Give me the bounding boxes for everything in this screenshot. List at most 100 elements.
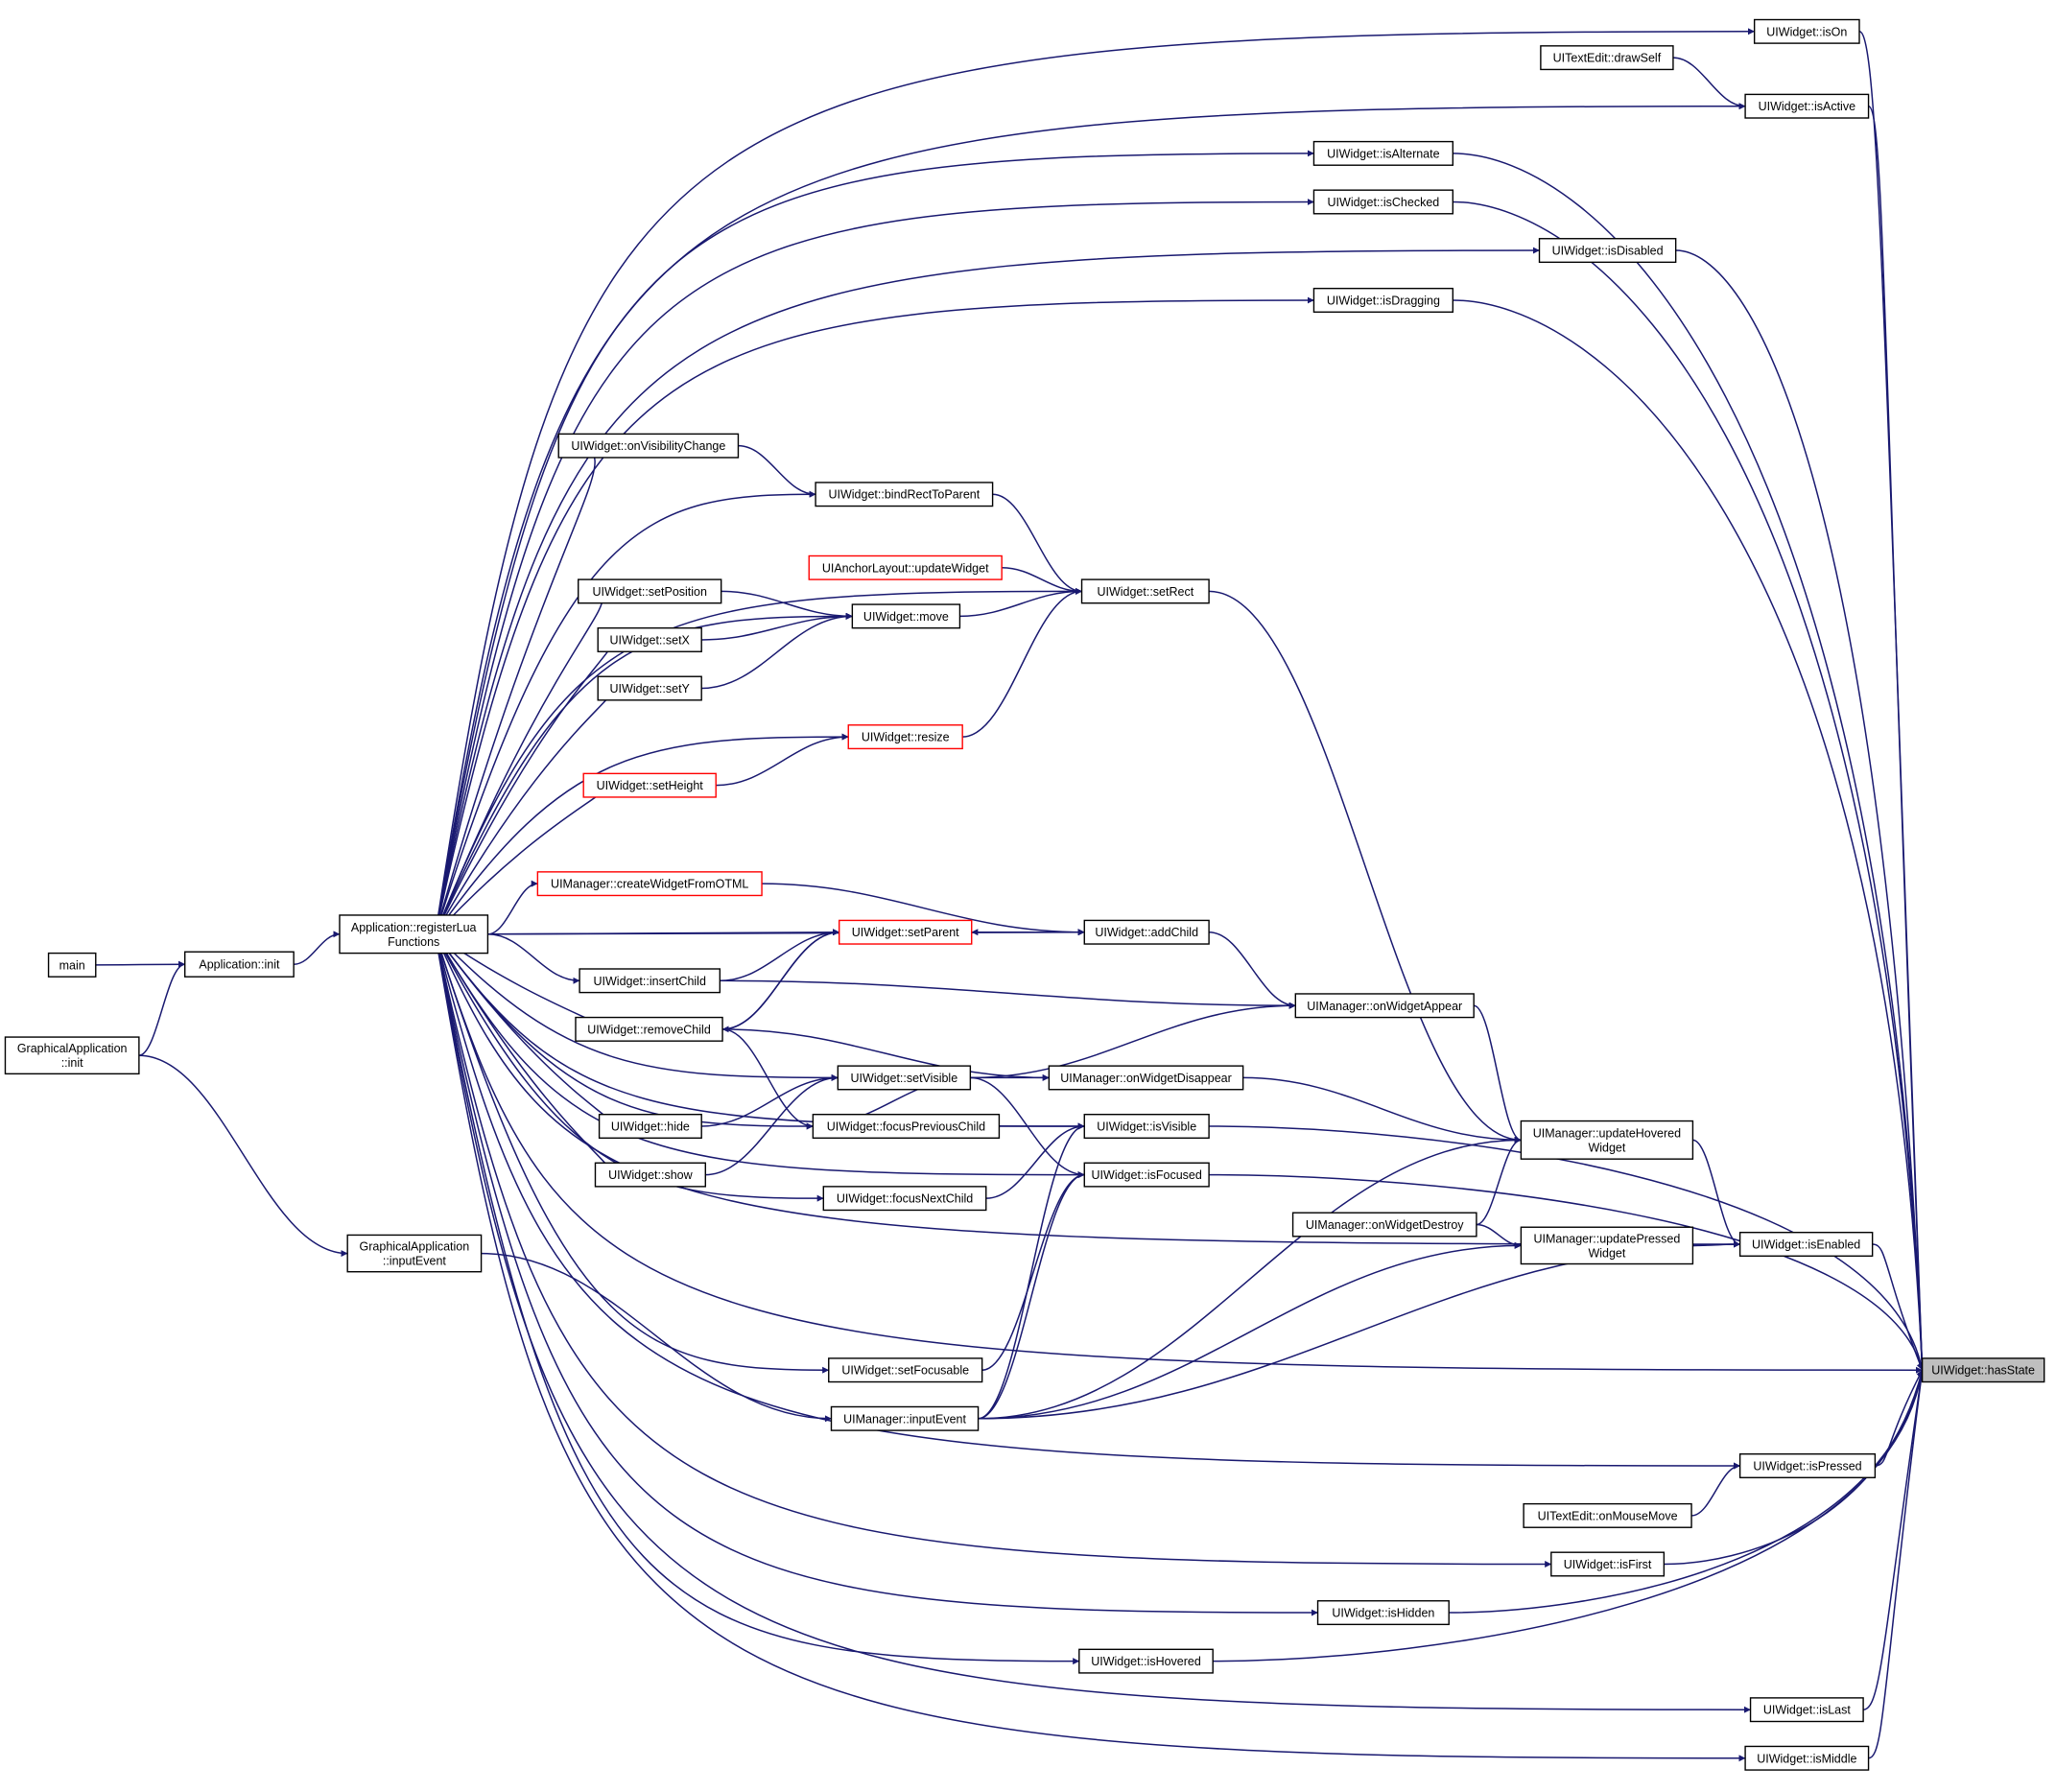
node-box-isChecked [1312, 189, 1454, 215]
node-setRect[interactable]: UIWidget::setRect [1080, 578, 1210, 604]
node-anchorUpdate[interactable]: UIAnchorLayout::updateWidget [808, 554, 1003, 580]
node-box-setParent [838, 919, 973, 945]
node-insertChild[interactable]: UIWidget::insertChild [579, 968, 721, 994]
node-setFocusable[interactable]: UIWidget::setFocusable [828, 1357, 983, 1383]
edge-setVisible-to-onAppear [970, 1002, 1296, 1079]
node-isActive[interactable]: UIWidget::isActive [1744, 93, 1870, 119]
edge-hide-to-setVisible [701, 1073, 839, 1127]
node-label-gapp_init-0: GraphicalApplication [17, 1042, 128, 1055]
node-app_init[interactable]: Application::init [184, 951, 295, 978]
edge-isMiddle-to-hasState [1868, 1369, 1926, 1759]
node-onMouseMove[interactable]: UITextEdit::onMouseMove [1523, 1502, 1692, 1528]
node-box-insertChild [579, 968, 721, 994]
node-box-bindRect [815, 482, 994, 507]
node-box-isActive [1744, 93, 1870, 119]
node-drawSelf[interactable]: UITextEdit::drawSelf [1540, 45, 1674, 71]
node-isPressed[interactable]: UIWidget::isPressed [1738, 1452, 1877, 1478]
node-onAppear[interactable]: UIManager::onWidgetAppear [1294, 993, 1475, 1019]
node-label-isActive-0: UIWidget::isActive [1759, 100, 1855, 113]
node-focusPrev[interactable]: UIWidget::focusPreviousChild [812, 1114, 1001, 1140]
node-hasState[interactable]: UIWidget::hasState [1921, 1357, 2045, 1383]
node-removeChild[interactable]: UIWidget::removeChild [575, 1016, 723, 1042]
node-setPosition[interactable]: UIWidget::setPosition [578, 578, 722, 604]
node-isHovered[interactable]: UIWidget::isHovered [1078, 1648, 1214, 1674]
node-isHidden[interactable]: UIWidget::isHidden [1316, 1600, 1450, 1626]
node-gapp_init[interactable]: GraphicalApplication::init [4, 1036, 140, 1075]
node-label-setParent-0: UIWidget::setParent [852, 926, 959, 939]
edge-isHidden-to-hasState [1449, 1369, 1925, 1614]
node-resize[interactable]: UIWidget::resize [847, 724, 963, 750]
node-box-app_init [184, 951, 295, 978]
edge-registerLua-to-isLast [435, 933, 1751, 1713]
node-setX[interactable]: UIWidget::setX [597, 626, 702, 652]
node-box-isMiddle [1744, 1745, 1870, 1771]
node-isChecked[interactable]: UIWidget::isChecked [1312, 189, 1454, 215]
node-isDragging[interactable]: UIWidget::isDragging [1312, 287, 1454, 313]
node-addChild[interactable]: UIWidget::addChild [1083, 919, 1210, 945]
node-focusNext[interactable]: UIWidget::focusNextChild [822, 1186, 987, 1212]
node-label-createOTML-0: UIManager::createWidgetFromOTML [551, 878, 748, 891]
node-box-updHovered [1520, 1120, 1694, 1160]
edge-show-to-setVisible [705, 1073, 839, 1176]
node-label-onVisChange-0: UIWidget::onVisibilityChange [571, 439, 725, 453]
node-box-mgrInput [830, 1405, 980, 1431]
node-onDestroy[interactable]: UIManager::onWidgetDestroy [1291, 1212, 1477, 1238]
node-isOn[interactable]: UIWidget::isOn [1753, 18, 1860, 44]
edge-registerLua-to-isEnabled [435, 933, 1740, 1248]
edge-registerLua-to-insertChild [487, 933, 580, 984]
node-box-setVisible [837, 1065, 972, 1091]
edge-setRect-to-updHovered [1209, 590, 1522, 1144]
node-label-registerLua-0: Application::registerLua [351, 921, 477, 934]
node-label-move-0: UIWidget::move [863, 610, 949, 624]
node-label-isFocused-0: UIWidget::isFocused [1092, 1168, 1202, 1182]
node-isVisible[interactable]: UIWidget::isVisible [1083, 1114, 1210, 1140]
node-isMiddle[interactable]: UIWidget::isMiddle [1744, 1745, 1870, 1771]
edge-gapp_init-to-app_init [138, 960, 186, 1056]
node-createOTML[interactable]: UIManager::createWidgetFromOTML [536, 871, 763, 897]
edge-isActive-to-hasState [1868, 105, 1926, 1371]
node-mgrInput[interactable]: UIManager::inputEvent [830, 1405, 980, 1431]
node-setY[interactable]: UIWidget::setY [597, 675, 702, 701]
node-setParent[interactable]: UIWidget::setParent [838, 919, 973, 945]
node-label-mgrInput-0: UIManager::inputEvent [843, 1412, 966, 1426]
node-box-onAppear [1294, 993, 1475, 1019]
node-gapp_input[interactable]: GraphicalApplication::inputEvent [346, 1234, 483, 1273]
node-setVisible[interactable]: UIWidget::setVisible [837, 1065, 972, 1091]
node-isEnabled[interactable]: UIWidget::isEnabled [1738, 1232, 1874, 1258]
node-box-hasState [1921, 1357, 2045, 1383]
node-move[interactable]: UIWidget::move [851, 603, 961, 629]
node-label-isMiddle-0: UIWidget::isMiddle [1757, 1752, 1856, 1765]
node-label-gapp_input-1: ::inputEvent [383, 1255, 447, 1268]
edge-mgrInput-to-updHovered [978, 1136, 1522, 1420]
node-onVisChange[interactable]: UIWidget::onVisibilityChange [557, 433, 740, 459]
edge-registerLua-to-isActive [435, 103, 1746, 934]
node-label-addChild-0: UIWidget::addChild [1095, 926, 1198, 939]
edge-anchorUpdate-to-setRect [1002, 567, 1082, 595]
node-label-setY-0: UIWidget::setY [610, 682, 691, 696]
edge-isEnabled-to-hasState [1872, 1243, 1924, 1371]
node-isDisabled[interactable]: UIWidget::isDisabled [1538, 238, 1677, 264]
node-isFocused[interactable]: UIWidget::isFocused [1083, 1162, 1210, 1188]
edge-registerLua-to-setFocusable [435, 933, 830, 1374]
edge-registerLua-to-isPressed [435, 933, 1740, 1470]
node-onDisappear[interactable]: UIManager::onWidgetDisappear [1048, 1065, 1244, 1091]
node-label-bindRect-0: UIWidget::bindRectToParent [828, 488, 980, 502]
node-label-isOn-0: UIWidget::isOn [1766, 25, 1847, 38]
node-show[interactable]: UIWidget::show [594, 1162, 706, 1188]
node-isFirst[interactable]: UIWidget::isFirst [1550, 1551, 1666, 1577]
node-hide[interactable]: UIWidget::hide [598, 1114, 702, 1140]
node-setHeight[interactable]: UIWidget::setHeight [582, 772, 717, 798]
node-box-onDestroy [1291, 1212, 1477, 1238]
node-label-isChecked-0: UIWidget::isChecked [1328, 196, 1440, 209]
edge-insertChild-to-setParent [720, 929, 840, 982]
node-box-gapp_input [346, 1234, 483, 1273]
edge-setHeight-to-resize [716, 733, 849, 787]
node-isLast[interactable]: UIWidget::isLast [1749, 1697, 1864, 1723]
node-bindRect[interactable]: UIWidget::bindRectToParent [815, 482, 994, 507]
node-isAlternate[interactable]: UIWidget::isAlternate [1312, 140, 1454, 166]
node-main[interactable]: main [47, 952, 97, 978]
node-box-registerLua [339, 914, 489, 955]
